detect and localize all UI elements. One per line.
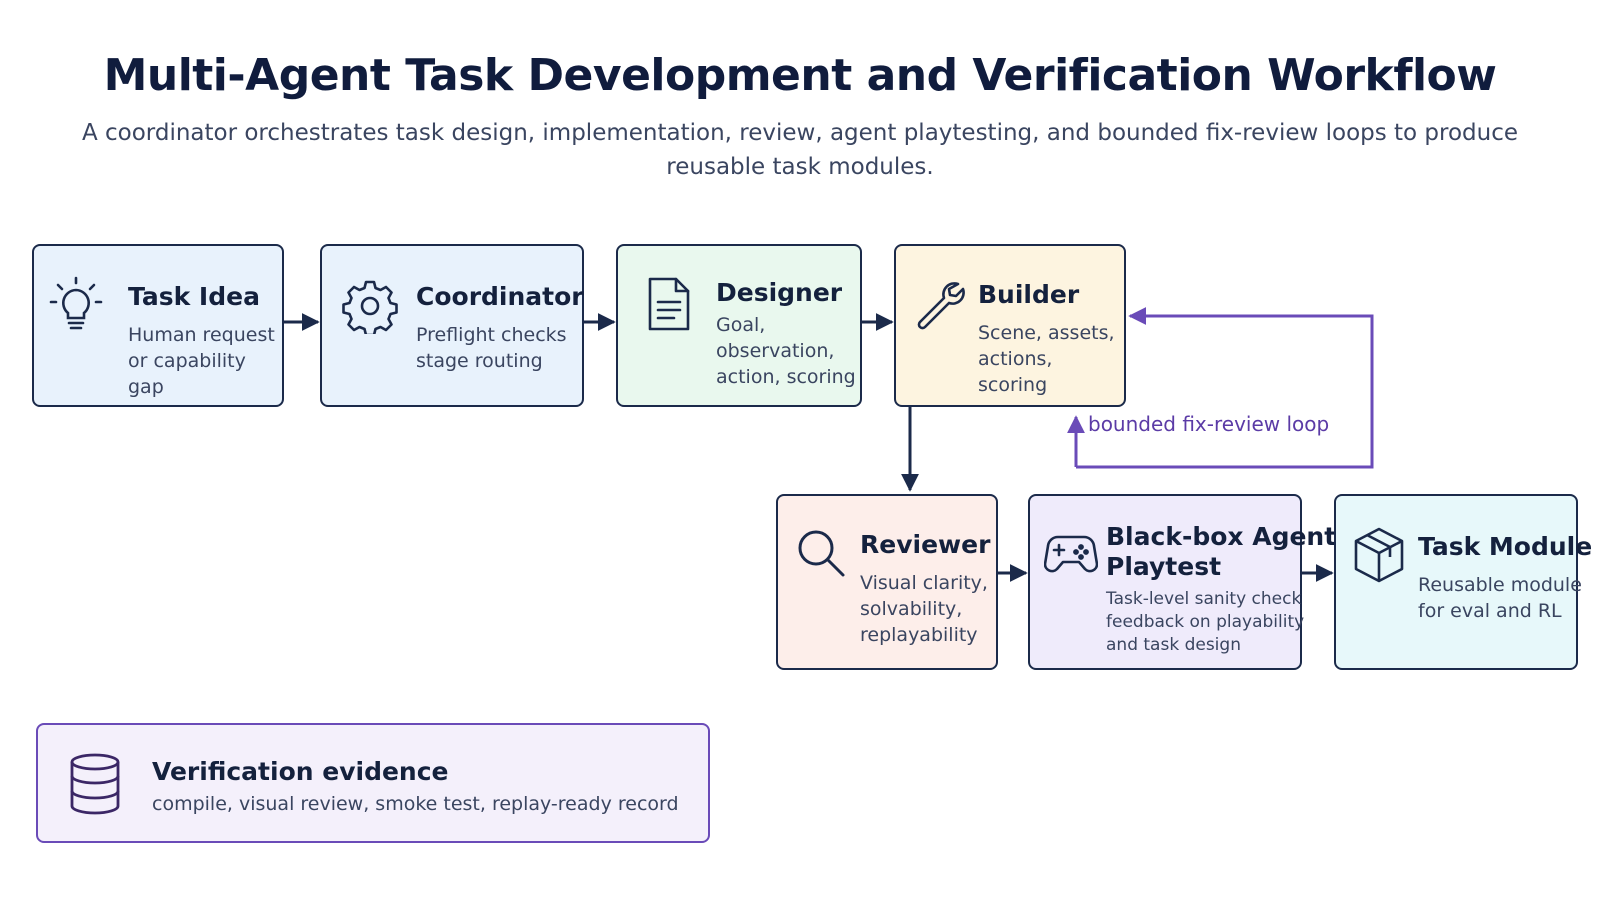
task-idea-line: or capability gap — [128, 350, 246, 398]
loop-label: bounded fix-review loop — [1088, 412, 1330, 436]
evidence-box: Verification evidence compile, visual re… — [36, 723, 710, 843]
builder-line: Scene, assets, — [978, 322, 1115, 344]
gamepad-icon — [1044, 535, 1098, 573]
builder-desc: Scene, assets, actions, scoring — [978, 320, 1124, 398]
designer-desc: Goal, observation, action, scoring — [716, 312, 856, 390]
task-module-line: Reusable module — [1418, 574, 1582, 596]
evidence-desc: compile, visual review, smoke test, repl… — [152, 793, 679, 815]
designer-title: Designer — [716, 278, 843, 307]
playtest-line: Task-level sanity check — [1106, 589, 1302, 609]
designer-line: observation, — [716, 340, 835, 362]
playtest-line: feedback on playability — [1106, 612, 1305, 632]
designer-line: Goal, — [716, 314, 766, 336]
builder-line: actions, scoring — [978, 348, 1053, 396]
playtest-desc: Task-level sanity check feedback on play… — [1106, 588, 1304, 657]
playtest-title-line: Black-box Agent — [1106, 522, 1337, 551]
document-icon — [648, 277, 690, 331]
builder-title: Builder — [978, 280, 1080, 309]
playtest-title: Black-box Agent Playtest — [1106, 522, 1336, 582]
coordinator-box: Coordinator Preflight checks stage routi… — [320, 244, 584, 407]
playtest-line: and task design — [1106, 635, 1241, 655]
task-module-desc: Reusable module for eval and RL — [1418, 572, 1582, 624]
coordinator-title: Coordinator — [416, 282, 584, 311]
page-title: Multi-Agent Task Development and Verific… — [103, 50, 1497, 101]
gear-icon — [342, 280, 398, 334]
lightbulb-icon — [49, 276, 103, 330]
coordinator-desc: Preflight checks stage routing — [416, 322, 567, 374]
task-module-line: for eval and RL — [1418, 600, 1562, 622]
page-subtitle: A coordinator orchestrates task design, … — [81, 120, 1519, 180]
reviewer-box: Reviewer Visual clarity, solvability, re… — [776, 494, 998, 670]
loop-path — [1076, 307, 1374, 469]
magnifier-icon — [798, 530, 845, 577]
playtest-title-line: Playtest — [1106, 552, 1222, 581]
evidence-title: Verification evidence — [152, 757, 449, 786]
task-idea-desc: Human request or capability gap — [128, 322, 282, 400]
task-module-title: Task Module — [1418, 532, 1593, 561]
reviewer-line: Visual clarity, — [860, 572, 988, 594]
task-idea-box: Task Idea Human request or capability ga… — [32, 244, 284, 407]
task-idea-title: Task Idea — [128, 282, 260, 311]
reviewer-line: replayability — [860, 624, 978, 646]
playtest-box: Black-box Agent Playtest Task-level sani… — [1028, 494, 1336, 670]
reviewer-desc: Visual clarity, solvability, replayabili… — [860, 570, 988, 648]
wrench-icon — [917, 282, 965, 330]
task-module-box: Task Module Reusable module for eval and… — [1334, 494, 1592, 670]
reviewer-title: Reviewer — [860, 530, 991, 559]
task-idea-line: Human request — [128, 324, 275, 346]
coordinator-line: stage routing — [416, 350, 543, 372]
builder-box: Builder Scene, assets, actions, scoring — [894, 244, 1126, 407]
reviewer-line: solvability, — [860, 598, 963, 620]
coordinator-line: Preflight checks — [416, 324, 567, 346]
database-icon — [70, 753, 120, 815]
package-icon — [1354, 527, 1404, 583]
designer-line: action, scoring — [716, 366, 856, 388]
designer-box: Designer Goal, observation, action, scor… — [616, 244, 862, 407]
